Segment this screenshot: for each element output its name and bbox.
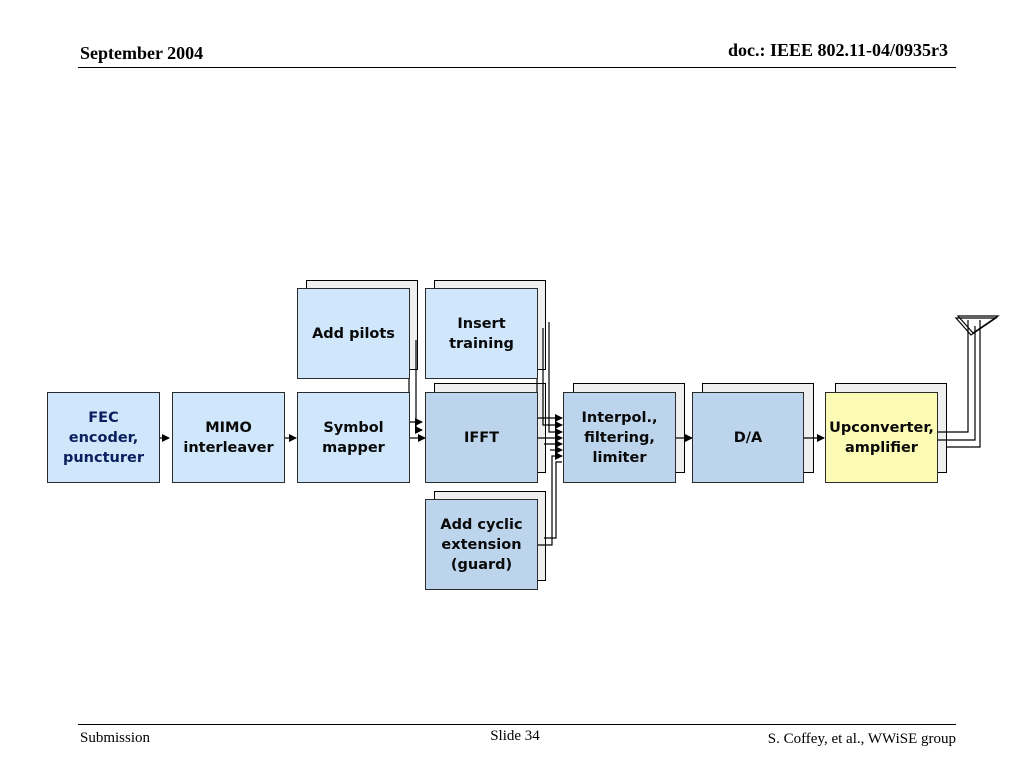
footer-slide-number: Slide 34 — [490, 728, 540, 744]
interpolation-filter-block: Interpol., filtering, limiter — [563, 392, 676, 483]
insert-training-block: Insert training — [425, 288, 538, 379]
fec-encoder-block: FEC encoder, puncturer — [47, 392, 160, 483]
symbol-mapper-block: Symbol mapper — [297, 392, 410, 483]
da-converter-block: D/A — [692, 392, 804, 483]
header-divider — [78, 67, 956, 68]
header-date: September 2004 — [80, 43, 204, 63]
add-cyclic-extension-block: Add cyclic extension (guard) — [425, 499, 538, 590]
ifft-block: IFFT — [425, 392, 538, 483]
mimo-interleaver-block: MIMO interleaver — [172, 392, 285, 483]
footer-submission: Submission — [80, 730, 151, 746]
footer-authors: S. Coffey, et al., WWiSE group — [767, 731, 956, 747]
header-doc-id: doc.: IEEE 802.11-04/0935r3 — [727, 40, 948, 60]
upconverter-amplifier-block: Upconverter, amplifier — [825, 392, 938, 483]
add-pilots-block: Add pilots — [297, 288, 410, 379]
footer-divider — [78, 724, 956, 725]
